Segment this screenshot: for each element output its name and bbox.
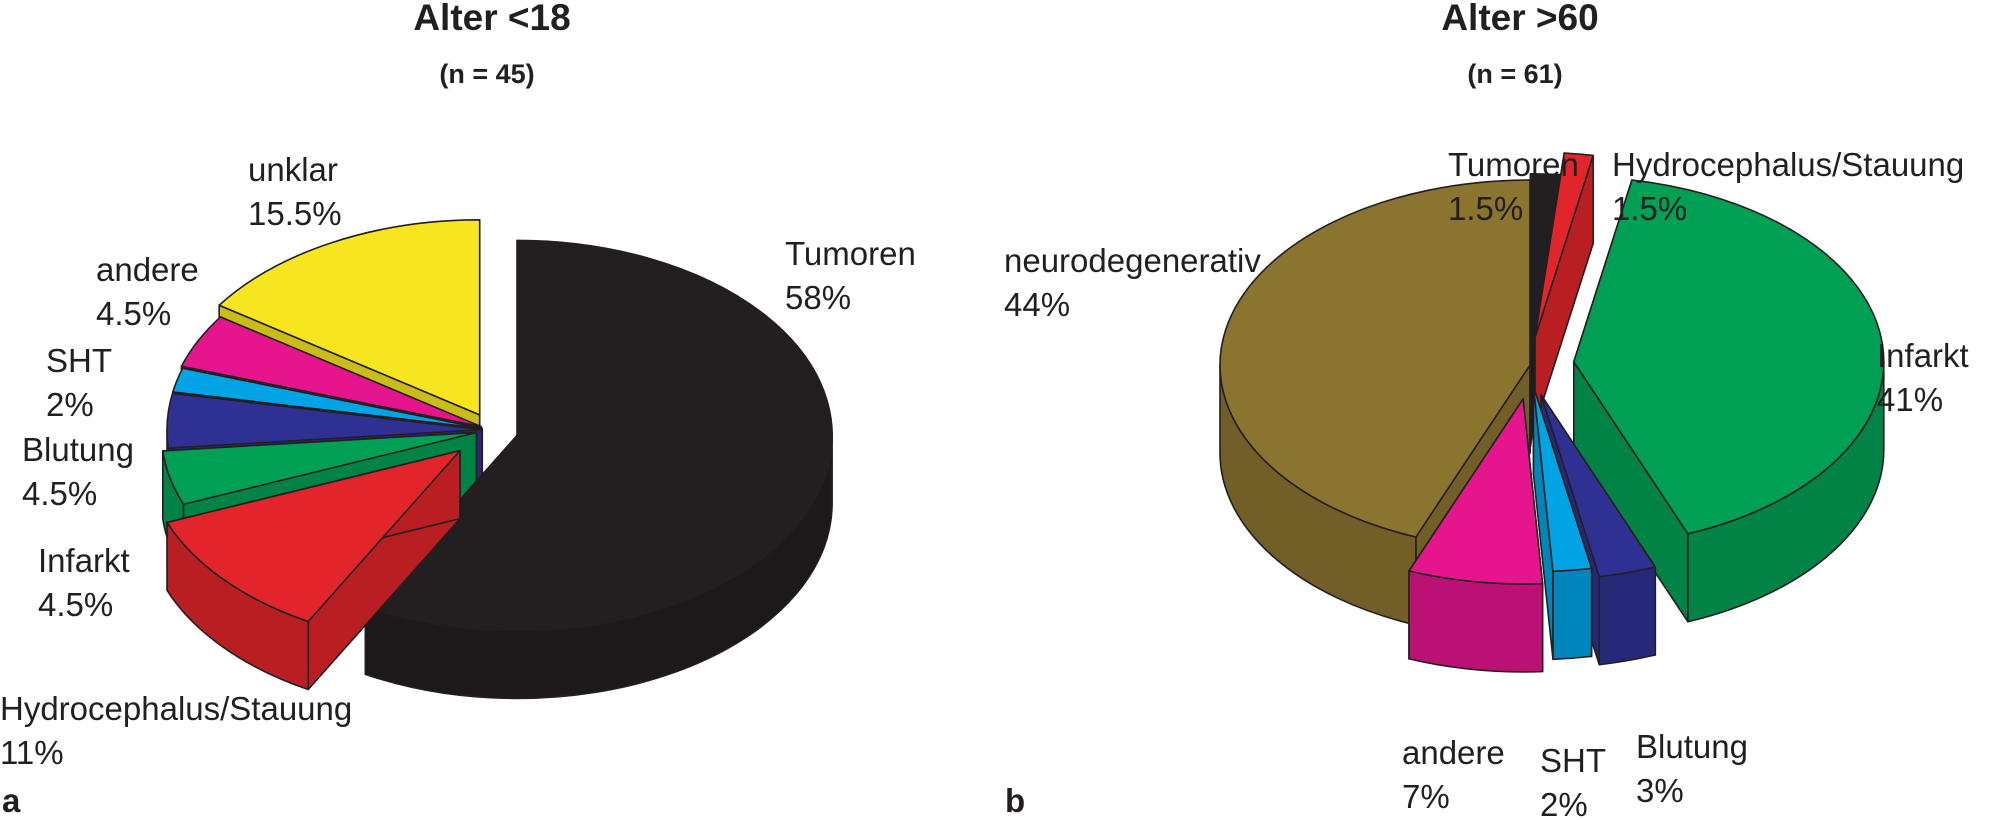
slice-label-value: 11% [0,734,64,771]
pie-slice-rim-andere [1408,570,1544,673]
slice-label-name: SHT [46,342,112,379]
slice-label-value: 41% [1877,381,1943,418]
slice-label-name: Tumoren [1448,146,1579,183]
slice-label-value: 2% [46,386,94,423]
slice-labels-a: Tumoren 58% Hydrocephalus/Stauung 11% Infark… [0,151,916,771]
slice-labels-b: Tumoren 1.5% Hydrocephalus/Stauung 1.5% Infa… [1004,146,1969,820]
slice-label-value: 44% [1004,286,1070,323]
slice-label-blutung: Blutung 3% [1636,728,1748,809]
slice-label-value: 58% [785,279,851,316]
chart-title-a: Alter <18 [413,0,570,38]
slice-label-name: Hydrocephalus/Stauung [0,690,352,727]
pie-slice-rim-sht [1552,567,1593,661]
slice-label-name: Blutung [1636,728,1748,765]
pie-slice-rim-blutung [1598,566,1657,666]
slice-label-name: neurodegenerativ [1004,242,1261,279]
pie-slice-top-andere [1408,398,1544,585]
slice-label-andere: andere 7% [1402,734,1505,815]
pie-slice-top-tumoren [364,239,833,632]
slice-label-neurodegenerativ: neurodegenerativ 44% [1004,242,1261,323]
pie-slice-top-infarkt [1573,179,1885,535]
pie-slice-top-sht [172,367,484,430]
pie-slice-hydrocephalus-stauung [166,449,461,691]
pie-slice-top-infarkt [161,431,478,506]
chart-panel-a: Alter <18 (n = 45) Tumoren 58% Hydrocephal… [0,0,916,819]
slice-label-value: 4.5% [38,586,113,623]
pie-slice-top-unklar [218,219,481,416]
slice-label-value: 15.5% [248,195,342,232]
chart-title-b: Alter >60 [1441,0,1598,38]
slice-label-name: andere [96,251,199,288]
slice-label-value: 4.5% [22,475,97,512]
slice-label-name: Blutung [22,431,134,468]
pie-slice-top-sht [1532,385,1593,573]
slice-label-unklar: unklar 15.5% [248,151,342,232]
slice-label-name: SHT [1540,742,1606,779]
slice-label-value: 1.5% [1612,190,1687,227]
panel-letter-b: b [1005,782,1025,819]
pie-slice-top-neurodegenerativ [1219,179,1531,538]
slice-label-value: 2% [1540,786,1588,820]
slice-label-value: 7% [1402,778,1450,815]
chart-subtitle-b: (n = 61) [1467,59,1562,89]
panel-letter-a: a [2,782,21,819]
pie-slice-sht [1532,385,1593,661]
pie-slices-a [161,219,833,700]
slice-label-tumoren: Tumoren 1.5% [1448,146,1579,227]
pie-slices-b [1219,152,1885,673]
slice-label-andere: andere 4.5% [96,251,199,332]
slice-label-value: 4.5% [96,295,171,332]
slice-label-tumoren: Tumoren 58% [785,235,916,316]
chart-subtitle-a: (n = 45) [439,59,534,89]
pie-slice-andere [1408,398,1544,673]
slice-label-infarkt: Infarkt 4.5% [38,542,130,623]
slice-label-name: andere [1402,734,1505,771]
slice-label-name: Tumoren [785,235,916,272]
slice-label-name: Infarkt [1877,337,1969,374]
pie-slice-top-blutung [1540,394,1657,578]
slice-label-name: unklar [248,151,338,188]
pie-slice-top-tumoren [1529,172,1561,360]
pie-slice-top-blutung [166,392,483,449]
pie-slice-top-hydrocephalus-stauung [166,449,461,623]
pie-slice-hydrocephalus-stauung [1534,152,1594,426]
slice-label-name: Infarkt [38,542,130,579]
slice-label-sht: SHT 2% [1540,742,1606,820]
slice-label-hydrocephalus-stauung: Hydrocephalus/Stauung 11% [0,690,352,771]
slice-label-infarkt: Infarkt 41% [1877,337,1969,418]
slice-label-value: 1.5% [1448,190,1523,227]
slice-label-value: 3% [1636,772,1684,809]
slice-label-sht: SHT 2% [46,342,112,423]
slice-label-blutung: Blutung 4.5% [22,431,134,512]
pie-slice-top-andere [180,316,482,428]
pie-slice-top-hydrocephalus-stauung [1534,152,1594,338]
slice-label-name: Hydrocephalus/Stauung [1612,146,1964,183]
slice-label-hydrocephalus-stauung: Hydrocephalus/Stauung 1.5% [1612,146,1964,227]
pie-slice-infarkt [1573,179,1885,623]
